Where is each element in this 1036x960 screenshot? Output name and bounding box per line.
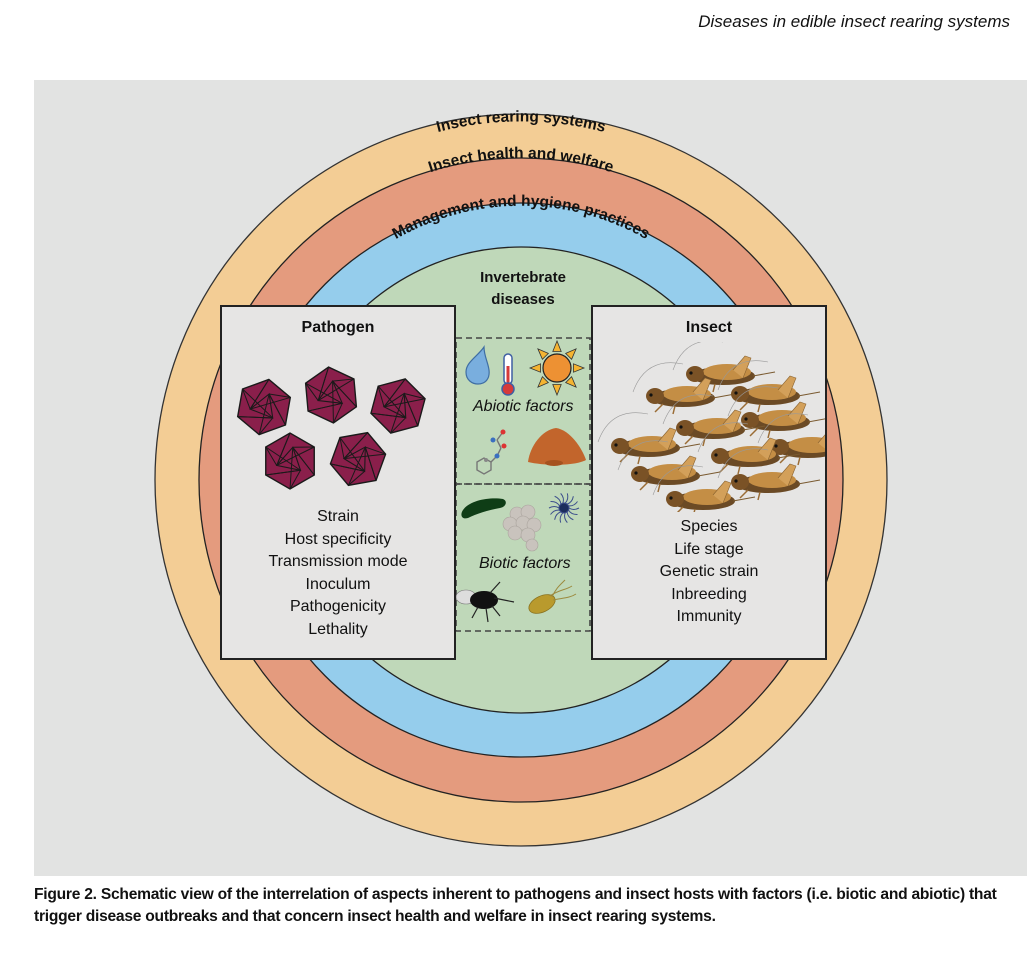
insect-aspect-item: Species bbox=[680, 518, 738, 535]
spore-filament bbox=[568, 509, 578, 516]
virus-particle bbox=[265, 432, 315, 490]
insect-aspect-item: Immunity bbox=[676, 608, 742, 625]
spore-filament bbox=[554, 495, 562, 505]
sun-ray bbox=[564, 348, 577, 361]
pathogen-aspect-item: Pathogenicity bbox=[289, 598, 387, 615]
soil-substrate-icon bbox=[528, 428, 586, 466]
spore-filament bbox=[566, 496, 574, 505]
sun-ray bbox=[573, 363, 586, 373]
cricket bbox=[652, 465, 756, 512]
spore-filament bbox=[564, 512, 568, 523]
running-head: Diseases in edible insect rearing system… bbox=[698, 12, 1010, 31]
virus-particle bbox=[236, 378, 292, 436]
caption-text: Schematic view of the interrelation of a… bbox=[34, 886, 997, 925]
virus-particle bbox=[329, 431, 387, 487]
virus-particle bbox=[370, 378, 426, 434]
insect-aspect-item: Inbreeding bbox=[671, 585, 747, 603]
center-title-line2: diseases bbox=[491, 291, 555, 308]
insect-aspect-item: Life stage bbox=[674, 540, 744, 558]
spore-filament bbox=[548, 506, 560, 509]
caption-label: Figure 2. bbox=[34, 886, 97, 903]
protozoa-cluster-icon bbox=[502, 504, 542, 552]
pathogen-aspect-item: Lethality bbox=[308, 620, 368, 638]
crickets-group-icon bbox=[597, 342, 825, 512]
invertebrate-diseases-title: Invertebrate diseases bbox=[455, 267, 591, 311]
abiotic-factors-label: Abiotic factors bbox=[473, 398, 574, 415]
thermometer-icon bbox=[501, 353, 515, 396]
sun-ray bbox=[564, 375, 577, 388]
cricket bbox=[757, 413, 825, 466]
virus-particles-icon bbox=[236, 366, 426, 490]
flagellate-microbe-icon bbox=[528, 579, 577, 614]
spore-filament bbox=[559, 512, 564, 523]
center-title-line1: Invertebrate bbox=[480, 269, 566, 286]
spore-filament bbox=[550, 509, 560, 515]
figure-caption: Figure 2. Schematic view of the interrel… bbox=[34, 884, 1024, 928]
sun-ray bbox=[537, 348, 550, 361]
cricket bbox=[617, 440, 721, 493]
sun-ray bbox=[552, 339, 562, 352]
cricket bbox=[717, 448, 821, 501]
sun-ray bbox=[537, 375, 550, 388]
pathogen-aspect-item: Transmission mode bbox=[268, 553, 408, 570]
biotic-factors-label: Biotic factors bbox=[479, 555, 571, 572]
pathogen-aspect-item: Inoculum bbox=[305, 575, 371, 593]
spore-filament bbox=[566, 511, 574, 521]
sun-ray bbox=[552, 384, 562, 397]
chemical-molecule-icon bbox=[476, 429, 507, 475]
fungal-spore-icon bbox=[548, 493, 580, 523]
cricket bbox=[632, 362, 736, 415]
spore-filament bbox=[550, 500, 560, 507]
pathogen-aspect-item: Strain bbox=[317, 508, 359, 525]
bacterium-icon bbox=[461, 498, 506, 519]
cricket bbox=[697, 422, 801, 475]
insect-title: Insect bbox=[685, 319, 733, 336]
sun-icon bbox=[528, 339, 586, 397]
sun-ray bbox=[528, 363, 541, 373]
insect-aspect-item: Genetic strain bbox=[659, 563, 759, 580]
cricket bbox=[672, 342, 776, 393]
spore-filament bbox=[568, 507, 580, 510]
spore-filament bbox=[564, 493, 569, 504]
cricket bbox=[717, 360, 821, 413]
pathogen-aspect-item: Host specificity bbox=[284, 530, 392, 548]
fly-icon bbox=[455, 581, 515, 623]
spore-filament bbox=[568, 501, 578, 507]
spore-filament bbox=[554, 511, 562, 520]
pathogen-title: Pathogen bbox=[301, 319, 375, 336]
virus-particle bbox=[304, 366, 358, 424]
spore-filament bbox=[560, 493, 564, 504]
water-drop-icon bbox=[465, 345, 490, 385]
